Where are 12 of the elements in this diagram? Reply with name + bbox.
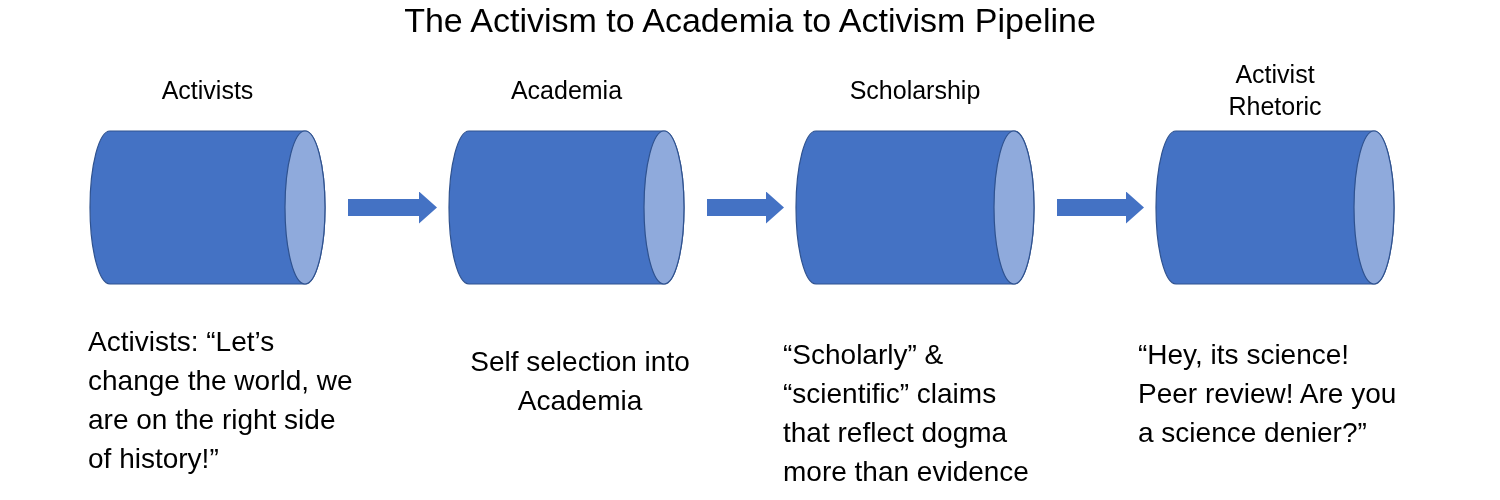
arrow bbox=[1057, 191, 1144, 224]
caption-text: “Hey, its science! Peer review! Are you a science denier?” bbox=[1138, 338, 1398, 450]
title-text: The Activism to Academia to Activism Pipeline bbox=[404, 0, 1096, 40]
heading-text: Scholarship bbox=[849, 75, 981, 106]
caption-text: Activists: “Let’s change the world, we are on the right side of history!” bbox=[88, 325, 354, 476]
caption-text: Self selection into Academia bbox=[469, 345, 691, 418]
heading-text: Academia bbox=[510, 75, 623, 106]
arrow bbox=[707, 191, 784, 224]
caption-text: “Scholarly” & “scientific” claims that reflect dogma more than evidence bbox=[783, 338, 1030, 489]
arrow bbox=[348, 191, 437, 224]
heading-text: Activist Rhetoric bbox=[1227, 59, 1323, 122]
heading-text: Activists bbox=[161, 75, 254, 106]
